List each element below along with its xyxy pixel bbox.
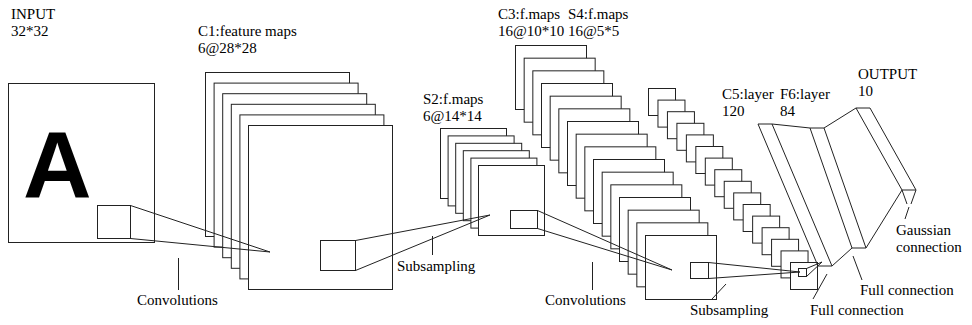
- connection-lines: [807, 262, 823, 277]
- feature-map-stack: S2:f.maps 6@14*14: [478, 165, 545, 236]
- leader-line: [178, 258, 179, 290]
- layer-label: OUTPUT 10: [858, 66, 928, 100]
- plank-outline: [758, 124, 832, 266]
- operation-label: Full connection: [810, 302, 920, 319]
- leader-line: [592, 262, 593, 290]
- leader-line: [853, 256, 862, 280]
- input-box: INPUT 32*32A: [8, 83, 155, 243]
- feature-map-front-fill: [790, 262, 818, 290]
- plank-outline: [856, 108, 916, 190]
- operation-label: Convolutions: [545, 292, 655, 309]
- receptive-field: [511, 211, 538, 229]
- leader-line: [712, 284, 726, 299]
- connection-lines: [538, 211, 673, 271]
- layer-label: S4:f.maps 16@5*5: [568, 6, 648, 40]
- leader-line: [813, 274, 827, 299]
- operation-label: Subsampling: [397, 258, 507, 275]
- feature-map-front-fill: [248, 125, 393, 290]
- layer-label: C1:feature maps 6@28*28: [198, 23, 318, 57]
- layer-label: F6:layer 84: [780, 86, 840, 120]
- feature-map-stack: C1:feature maps 6@28*28: [248, 125, 393, 290]
- feature-map-stack: S4:f.maps 16@5*5: [790, 262, 818, 290]
- feature-map-stack: C3:f.maps 16@10*10: [645, 235, 717, 300]
- plank-outline: [810, 128, 866, 248]
- leader-line: [905, 207, 909, 219]
- leader-lines: [179, 190, 917, 299]
- feature-map-stacks: [98, 46, 819, 301]
- receptive-field: [98, 206, 131, 239]
- layer-label: INPUT 32*32: [11, 6, 71, 40]
- receptive-field: [321, 241, 356, 271]
- plank-shape: [758, 124, 832, 266]
- operation-label: Full connection: [860, 282, 970, 299]
- gaussian-line: [911, 190, 916, 204]
- layer-label: C3:f.maps 16@10*10: [498, 6, 578, 40]
- receptive-field: [691, 263, 709, 279]
- gaussian-line: [902, 190, 907, 204]
- feature-map-front-fill: [478, 165, 545, 236]
- connection-lines: [709, 263, 801, 279]
- connection-lines: [772, 124, 852, 266]
- output-plank: OUTPUT 10: [856, 108, 916, 190]
- layer-plank: F6:layer 84: [810, 128, 866, 248]
- plank-shape: [856, 108, 916, 190]
- feature-map-front-fill: [645, 235, 717, 300]
- layer-label: C5:layer 120: [722, 86, 782, 120]
- operation-label: Subsampling: [690, 302, 800, 319]
- layer-label: S2:f.maps 6@14*14: [423, 91, 503, 125]
- connection-lines: [131, 206, 271, 253]
- plank-shape: [810, 128, 866, 248]
- layer-plank: C5:layer 120: [758, 124, 832, 266]
- connection-lines: [824, 108, 902, 248]
- operation-label: Gaussian connection: [896, 222, 972, 256]
- operation-label: Convolutions: [137, 292, 247, 309]
- input-glyph: A: [23, 118, 92, 213]
